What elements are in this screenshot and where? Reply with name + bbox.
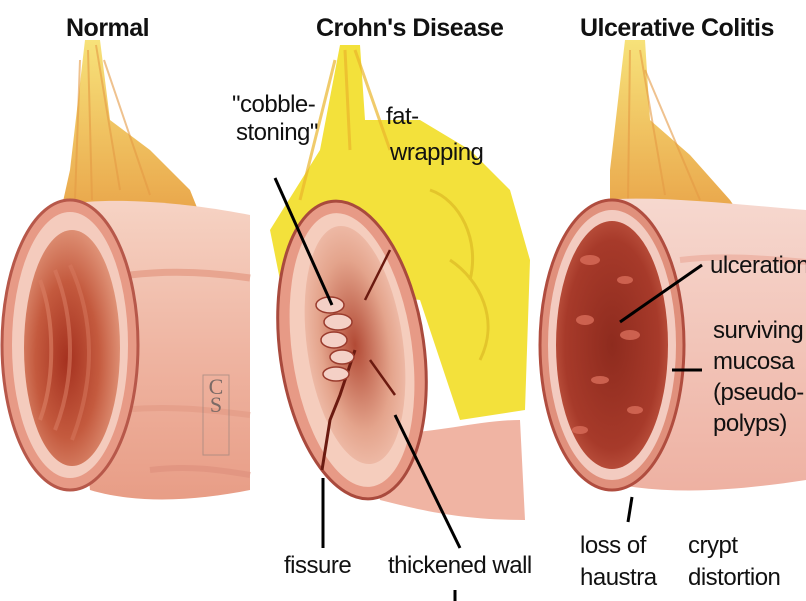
label-surviving-mucosa-line2: mucosa — [713, 349, 794, 375]
leader-loss-of-haustra — [628, 497, 632, 522]
label-loss-of-haustra-line1: loss of — [580, 533, 646, 559]
label-crypt-distortion-line1: crypt — [688, 533, 738, 559]
label-surviving-mucosa-line3: (pseudo- — [713, 380, 804, 406]
label-thickened-wall: thickened wall — [388, 553, 532, 579]
label-surviving-mucosa-line1: surviving — [713, 318, 803, 344]
label-ulceration: ulceration — [710, 253, 806, 279]
normal-panel-illustration — [2, 40, 250, 499]
label-fat-wrapping-line2: wrapping — [390, 140, 483, 166]
label-crypt-distortion-line2: distortion — [688, 565, 780, 591]
normal-mesentery — [60, 40, 200, 215]
title-crohns-disease: Crohn's Disease — [316, 14, 503, 43]
label-loss-of-haustra-line2: haustra — [580, 565, 657, 591]
label-fat-wrapping-line1: fat- — [386, 104, 419, 130]
label-cobblestoning-line2: stoning" — [236, 120, 318, 146]
label-fissure: fissure — [284, 553, 351, 579]
uc-lumen — [556, 221, 668, 469]
label-cobblestoning-line1: "cobble- — [232, 92, 315, 118]
title-normal: Normal — [66, 14, 149, 43]
title-ulcerative-colitis: Ulcerative Colitis — [580, 14, 774, 43]
label-surviving-mucosa-line4: polyps) — [713, 411, 787, 437]
